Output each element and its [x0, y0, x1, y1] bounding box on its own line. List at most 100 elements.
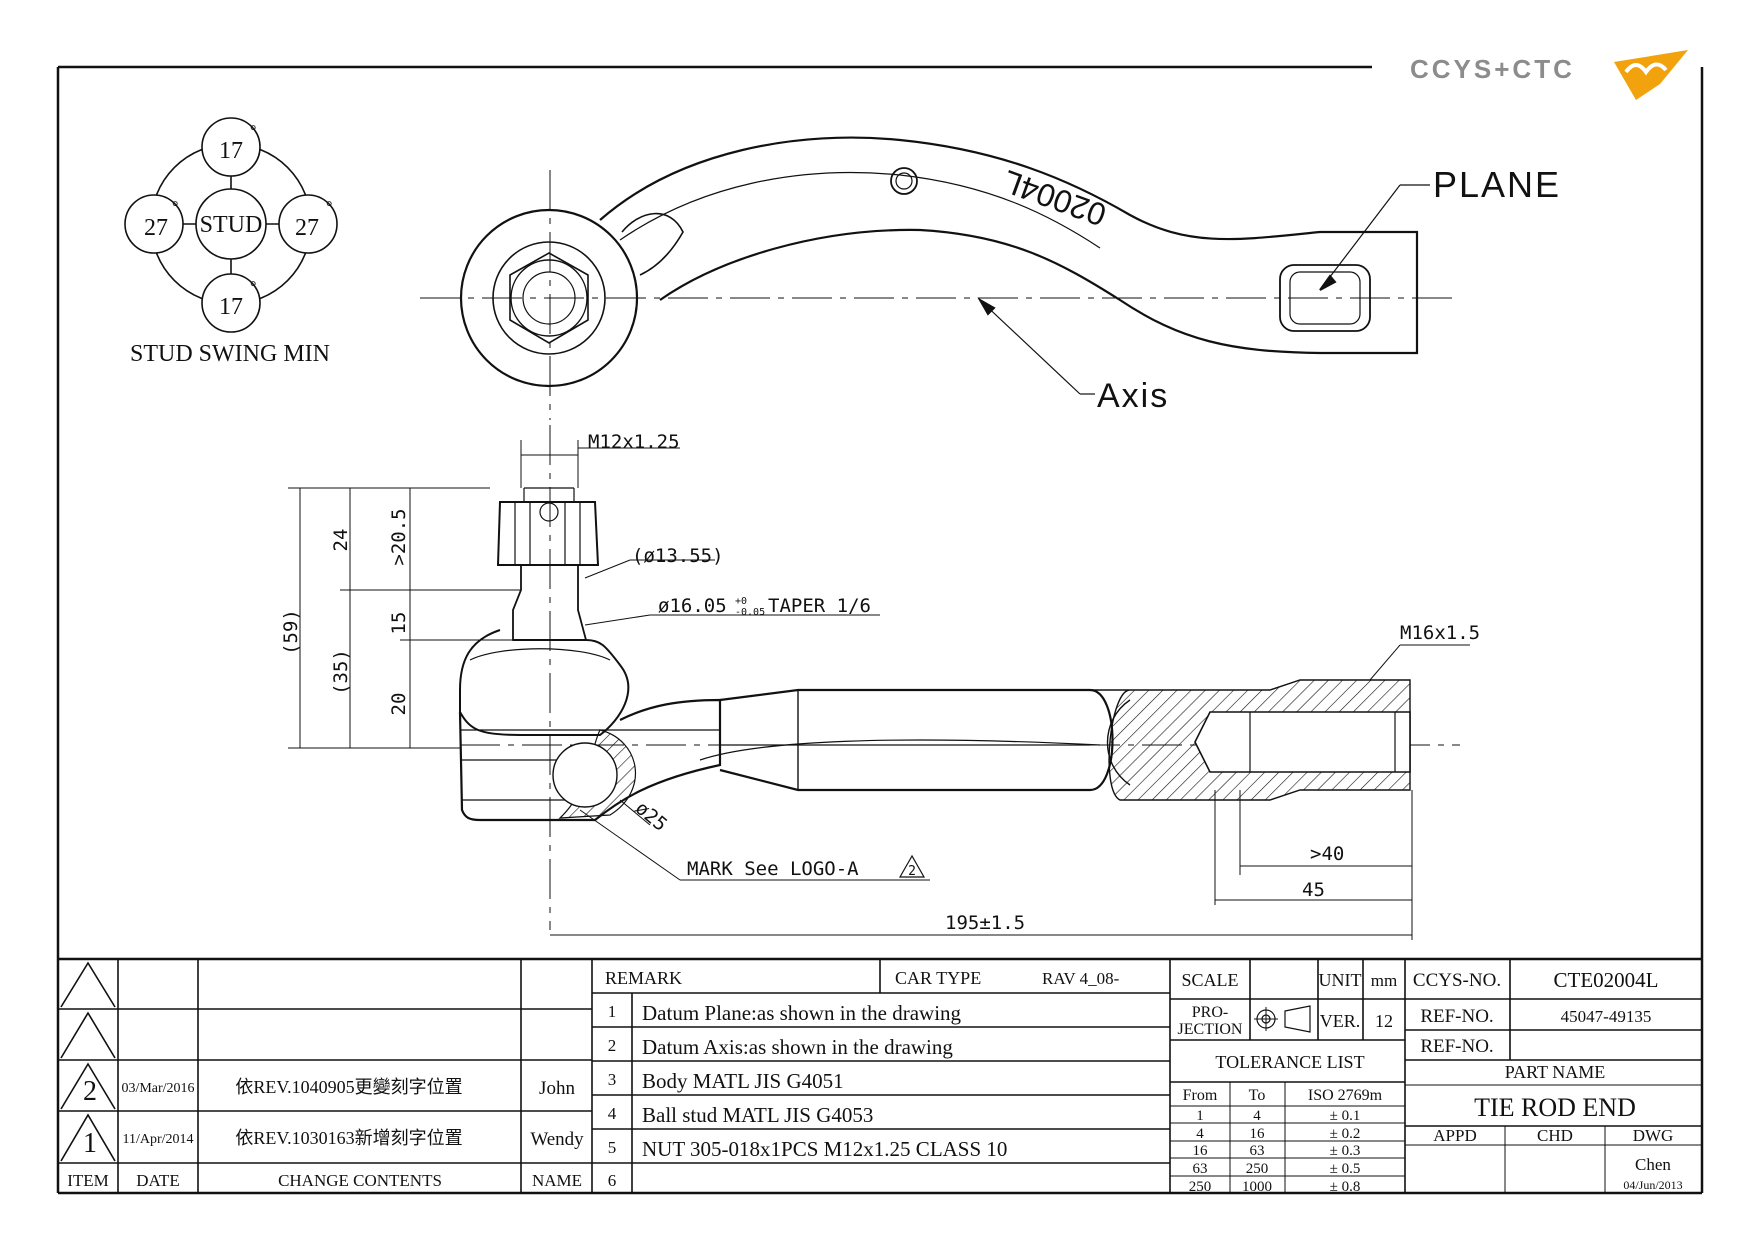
chd-label: CHD — [1537, 1126, 1573, 1145]
tol-from: 63 — [1193, 1161, 1208, 1177]
ccys-no-value: CTE02004L — [1554, 968, 1659, 992]
dim-taper-tol-lo: -0.05 — [735, 607, 765, 618]
dimension-lines — [288, 440, 1470, 940]
mark-triangle-number: 2 — [908, 864, 916, 879]
revision-table: 2 1 03/Mar/2016 11/Apr/2014 依REV.1040905… — [67, 1076, 584, 1190]
dim-35: (35) — [330, 649, 352, 695]
rev-header-change: CHANGE CONTENTS — [278, 1171, 442, 1190]
dim-m16: M16x1.5 — [1400, 622, 1480, 644]
swing-bottom: 17 — [219, 294, 243, 320]
unit-label: UNIT — [1319, 970, 1362, 990]
remark-no-6: 6 — [608, 1171, 617, 1190]
logo-text: CCYS+CTC — [1410, 54, 1575, 84]
remarks-table: REMARK CAR TYPE RAV 4_08- 1 Datum Plane:… — [605, 968, 1120, 1190]
rev-item-2: 2 — [83, 1076, 97, 1107]
ccys-no-label: CCYS-NO. — [1413, 970, 1501, 991]
scale-label: SCALE — [1181, 970, 1238, 990]
dim-15: 15 — [388, 612, 410, 635]
projection-label-1: PRO- — [1192, 1004, 1228, 1021]
axis-label: Axis — [1097, 377, 1169, 415]
dim-dia-13-55: (ø13.55) — [632, 545, 724, 567]
swing-right-degree: ° — [326, 199, 332, 216]
tol-to: 250 — [1246, 1161, 1269, 1177]
dim-thread: M12x1.25 — [588, 431, 680, 453]
tol-value: ± 0.2 — [1330, 1126, 1361, 1142]
swing-left: 27 — [144, 215, 168, 241]
remark-text-4: Ball stud MATL JIS G4053 — [642, 1103, 873, 1127]
remark-no-1: 1 — [608, 1002, 617, 1021]
plane-label: PLANE — [1433, 164, 1561, 205]
tol-from: 1 — [1196, 1108, 1204, 1124]
swing-right: 27 — [295, 215, 319, 241]
remark-no-3: 3 — [608, 1070, 617, 1089]
rev-change-2: 依REV.1040905更變刻字位置 — [235, 1077, 462, 1097]
tol-to: 1000 — [1242, 1179, 1272, 1195]
ver-value: 12 — [1375, 1011, 1393, 1031]
swing-top: 17 — [219, 138, 243, 164]
arm-mark: 02004L — [998, 163, 1111, 233]
rev-name-1: Wendy — [530, 1129, 584, 1150]
rev-name-2: John — [539, 1078, 575, 1099]
tol-to: 4 — [1253, 1108, 1261, 1124]
mark-note: MARK See LOGO-A — [687, 858, 859, 880]
unit-value: mm — [1371, 971, 1397, 990]
tol-value: ± 0.3 — [1330, 1143, 1361, 1159]
dim-40: >40 — [1310, 843, 1344, 865]
dim-24: 24 — [330, 529, 352, 552]
tol-header-iso: ISO 2769m — [1308, 1087, 1383, 1104]
remark-text-5: NUT 305-018x1PCS M12x1.25 CLASS 10 — [642, 1137, 1007, 1161]
remark-no-5: 5 — [608, 1138, 617, 1157]
swing-top-degree: ° — [250, 123, 256, 140]
dim-20: 20 — [388, 693, 410, 716]
part-name-label: PART NAME — [1505, 1062, 1605, 1082]
rev-change-1: 依REV.1030163新增刻字位置 — [235, 1128, 462, 1148]
projection-label-2: JECTION — [1178, 1021, 1243, 1038]
rev-header-date: DATE — [136, 1171, 179, 1190]
part-info-block: CCYS-NO. CTE02004L REF-NO. 45047-49135 R… — [1413, 968, 1683, 1192]
stud-swing-labels: STUD 17 17 27 27 ° ° ° ° STUD SWING MIN — [130, 123, 332, 367]
tol-from: 4 — [1196, 1126, 1204, 1142]
rev-date-2: 03/Mar/2016 — [121, 1081, 194, 1096]
scale-unit-block: SCALE UNIT mm PRO- JECTION VER. 12 — [1178, 970, 1398, 1038]
swing-bottom-degree: ° — [250, 279, 256, 296]
rev-header-name: NAME — [532, 1171, 582, 1190]
company-logo: CCYS+CTC — [1410, 50, 1688, 100]
dim-taper: ø16.05 — [658, 595, 727, 617]
tol-value: ± 0.1 — [1330, 1108, 1361, 1124]
remark-title: REMARK — [605, 968, 682, 988]
remark-no-2: 2 — [608, 1036, 617, 1055]
tolerance-title: TOLERANCE LIST — [1215, 1052, 1364, 1072]
tol-from: 16 — [1193, 1143, 1209, 1159]
car-type-label: CAR TYPE — [895, 968, 981, 988]
appd-label: APPD — [1433, 1126, 1476, 1145]
swing-center: STUD — [200, 212, 263, 238]
drawing-date: 04/Jun/2013 — [1623, 1178, 1682, 1192]
ref-no-2-label: REF-NO. — [1420, 1036, 1493, 1057]
mark-triangle-icon — [898, 854, 926, 878]
tol-value: ± 0.5 — [1330, 1161, 1361, 1177]
rev-header-item: ITEM — [67, 1171, 109, 1190]
logo-mark-icon — [1614, 50, 1688, 100]
sheet-border — [56, 65, 1704, 1195]
dim-dia-25: ø25 — [631, 797, 671, 836]
dim-59: (59) — [280, 609, 302, 655]
ref-no-1-label: REF-NO. — [1420, 1006, 1493, 1027]
dwg-label: DWG — [1633, 1126, 1674, 1145]
dim-45: 45 — [1302, 879, 1325, 901]
drawer-name: Chen — [1635, 1155, 1671, 1174]
stud-swing-diagram — [124, 117, 338, 333]
remark-text-1: Datum Plane:as shown in the drawing — [642, 1001, 962, 1025]
side-view — [288, 425, 1470, 940]
part-name-value: TIE ROD END — [1474, 1093, 1636, 1122]
dim-20-5: >20.5 — [388, 508, 410, 565]
rev-date-1: 11/Apr/2014 — [122, 1132, 193, 1147]
remark-text-2: Datum Axis:as shown in the drawing — [642, 1035, 953, 1059]
ref-no-1-value: 45047-49135 — [1561, 1007, 1652, 1026]
title-block-lines — [58, 957, 1702, 1193]
swing-left-degree: ° — [172, 199, 178, 216]
ver-label: VER. — [1320, 1011, 1361, 1031]
tol-header-to: To — [1249, 1087, 1266, 1104]
swing-caption: STUD SWING MIN — [130, 341, 330, 367]
remark-no-4: 4 — [608, 1104, 617, 1123]
